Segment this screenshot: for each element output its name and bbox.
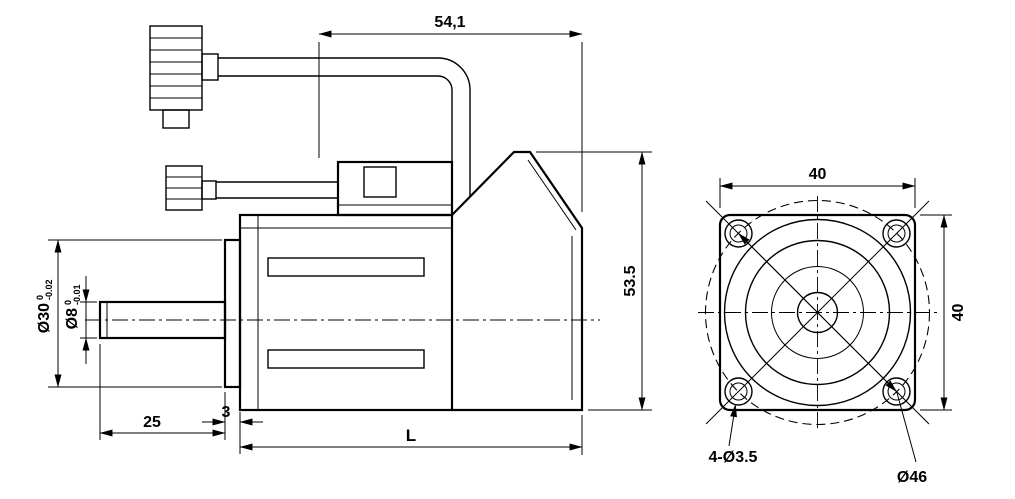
dim-flange-width: 40 <box>719 166 916 208</box>
boss-diameter-tol-upper: 0 <box>35 295 45 300</box>
dim-flange-height: 40 <box>920 214 967 411</box>
bolt-circle <box>704 199 931 426</box>
dim-boss-diameter: Ø30 0 -0.02 <box>35 239 222 388</box>
bolt-circle-label: Ø46 <box>897 469 927 486</box>
motor-housing <box>451 150 584 412</box>
dim-overall-height: 53.5 <box>536 151 652 411</box>
shaft-diameter-tol-upper: 0 <box>63 300 73 305</box>
cable-side <box>216 181 338 199</box>
dim-body-length-label: L <box>406 426 416 445</box>
cable-connector-top <box>149 25 219 129</box>
dim-shaft-length: 25 <box>99 344 226 440</box>
boss-diameter-tol-lower: -0.02 <box>44 279 54 300</box>
dim-boss-thickness-label: 3 <box>222 404 231 421</box>
terminal-block <box>336 160 454 217</box>
dim-top-width-label: 54,1 <box>434 14 465 31</box>
dim-bolt-circle: Ø46 <box>737 232 927 486</box>
cable-top <box>218 57 471 214</box>
mounting-holes-label: 4-Ø3.5 <box>709 449 758 466</box>
cable-connector-side <box>165 165 217 211</box>
shaft-diameter-label: Ø8 <box>64 308 81 329</box>
shaft-diameter-tol-lower: -0.01 <box>72 284 82 305</box>
dim-shaft-length-label: 25 <box>143 414 161 431</box>
dim-body-length: L <box>239 415 583 455</box>
pilot-boss <box>223 238 242 389</box>
front-view: 40 40 Ø46 4-Ø3.5 <box>698 166 967 486</box>
boss-diameter-label: Ø30 <box>36 303 53 333</box>
dim-flange-height-label: 40 <box>950 304 967 322</box>
dim-top-width: 54,1 <box>318 14 583 212</box>
dim-overall-height-label: 53.5 <box>622 265 639 296</box>
dim-flange-width-label: 40 <box>809 166 827 183</box>
side-view: 54,1 53.5 Ø30 0 -0.02 <box>35 14 652 455</box>
dim-shaft-diameter: Ø8 0 -0.01 <box>63 276 97 364</box>
holes-callout: 4-Ø3.5 <box>709 403 758 466</box>
gearbox-body <box>238 213 454 412</box>
